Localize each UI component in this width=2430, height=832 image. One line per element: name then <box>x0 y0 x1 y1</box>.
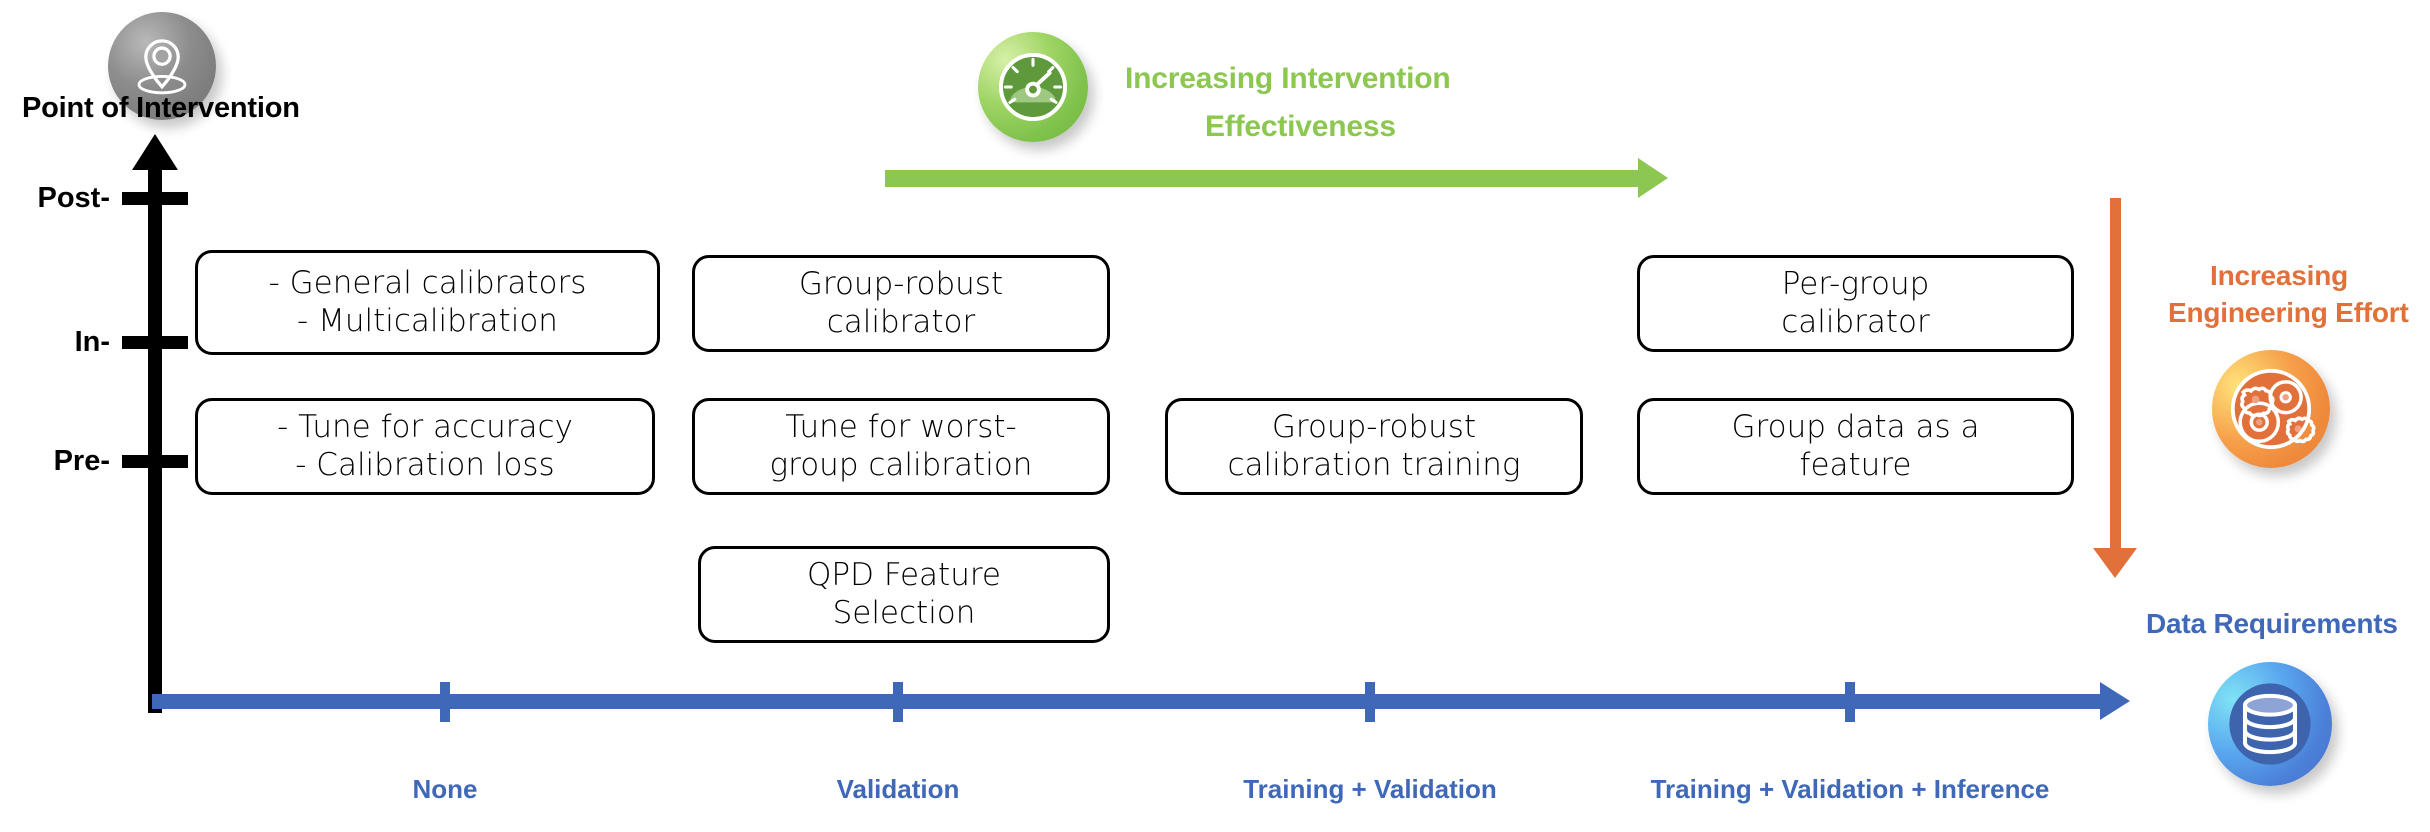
box-line: QPD Feature <box>807 556 1001 593</box>
y-tick-post <box>122 192 188 205</box>
gears-icon <box>2212 350 2330 468</box>
box-line: Group-robust <box>798 265 1004 302</box>
box-line: Group-robust <box>1271 408 1477 445</box>
x-tick-training-validation <box>1365 682 1375 722</box>
engineering-effort-title-line2: Engineering Effort <box>2168 297 2409 328</box>
engineering-effort-arrow-head <box>2093 548 2137 578</box>
box-tune-for-worst-group-calibration[interactable]: Tune for worst- group calibration <box>692 398 1110 495</box>
speedometer-icon <box>978 32 1088 142</box>
effectiveness-title-line2: Effectiveness <box>1205 110 1396 143</box>
effectiveness-arrow-head <box>1638 158 1668 198</box>
box-line: calibrator <box>826 303 976 340</box>
box-line: - Calibration loss <box>295 446 555 483</box>
y-axis-label-post: Post- <box>37 182 111 214</box>
x-axis-arrowhead <box>2100 682 2130 720</box>
y-axis-line <box>148 168 162 713</box>
location-pin-icon <box>108 12 216 120</box>
box-line: feature <box>1799 446 1912 483</box>
box-line: calibrator <box>1781 303 1930 340</box>
box-line: Group data as a <box>1731 408 1980 445</box>
effectiveness-arrow-shaft <box>885 170 1640 187</box>
box-line: calibration training <box>1227 446 1521 483</box>
box-general-calibrators[interactable]: - General calibrators - Multicalibration <box>195 250 660 355</box>
x-axis-label-training-validation-inference: Training + Validation + Inference <box>1650 774 2050 804</box>
x-tick-none <box>440 682 450 722</box>
x-axis-label-validation: Validation <box>836 774 960 804</box>
box-group-robust-calibrator[interactable]: Group-robust calibrator <box>692 255 1110 352</box>
y-axis-label-pre: Pre- <box>53 445 110 477</box>
point-of-intervention-title: Point of Intervention <box>22 92 300 124</box>
database-icon <box>2208 662 2332 786</box>
box-per-group-calibrator[interactable]: Per-group calibrator <box>1637 255 2074 352</box>
box-line: Selection <box>832 594 976 631</box>
box-tune-for-accuracy[interactable]: - Tune for accuracy - Calibration loss <box>195 398 655 495</box>
box-line: - General calibrators <box>268 264 587 301</box>
y-tick-pre <box>122 455 188 468</box>
effectiveness-title-line1: Increasing Intervention <box>1125 62 1451 95</box>
x-axis-line <box>152 694 2105 709</box>
y-axis-label-in: In- <box>74 326 110 358</box>
box-line: Tune for worst- <box>785 408 1017 445</box>
box-group-data-as-a-feature[interactable]: Group data as a feature <box>1637 398 2074 495</box>
x-axis-label-none: None <box>412 774 478 804</box>
engineering-effort-arrow-shaft <box>2110 198 2121 553</box>
box-line: - Tune for accuracy <box>277 408 573 445</box>
data-requirements-title: Data Requirements <box>2146 608 2398 639</box>
x-tick-training-validation-inference <box>1845 682 1855 722</box>
box-group-robust-calibration-training[interactable]: Group-robust calibration training <box>1165 398 1583 495</box>
x-axis-label-training-validation: Training + Validation <box>1243 774 1497 804</box>
y-axis-arrowhead <box>132 134 178 170</box>
x-tick-validation <box>893 682 903 722</box>
box-line: Per-group <box>1781 265 1930 302</box>
box-line: group calibration <box>769 446 1033 483</box>
box-qpd-feature-selection[interactable]: QPD Feature Selection <box>698 546 1110 643</box>
engineering-effort-title-line1: Increasing <box>2210 260 2349 291</box>
y-tick-in <box>122 336 188 349</box>
box-line: - Multicalibration <box>297 302 558 339</box>
